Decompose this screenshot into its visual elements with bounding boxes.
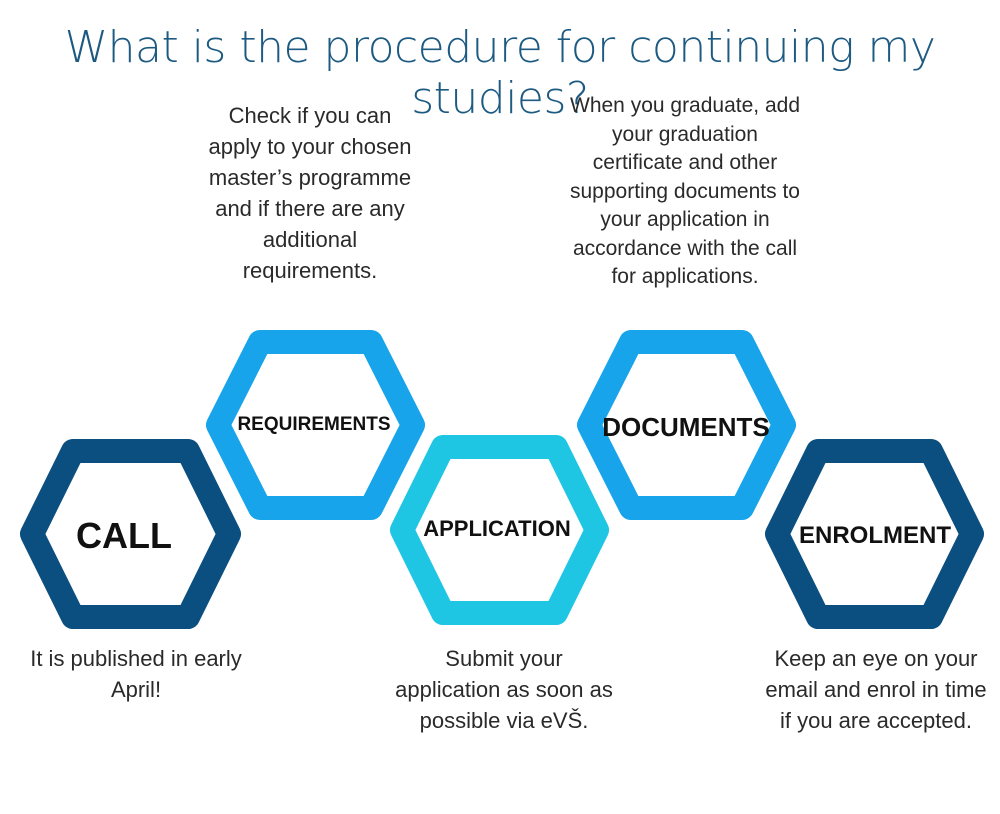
step-call: CALL [20,439,241,629]
step-requirements: REQUIREMENTS [206,330,425,520]
hexagon-application [390,435,609,625]
step-documents: DOCUMENTS [577,330,796,520]
hexagon-label-enrolment: ENROLMENT [799,522,951,549]
hexagon-requirements [206,330,425,520]
step-application: APPLICATION [390,435,609,625]
hexagon-label-call: CALL [76,515,172,556]
hexagon-label-documents: DOCUMENTS [602,412,770,442]
description-documents: When you graduate, add your graduation c… [570,94,800,288]
hexagon-label-application: APPLICATION [423,516,570,541]
hexagon-enrolment [765,439,984,629]
page-title: What is the procedure for continuing my … [64,22,936,124]
description-enrolment: Keep an eye on your email and enrol in t… [765,646,987,733]
step-enrolment: ENROLMENT [765,439,984,629]
description-application: Submit your application as soon as possi… [395,646,613,733]
description-call: It is published in early April! [30,646,242,702]
hexagon-documents [577,330,796,520]
description-requirements: Check if you can apply to your chosen ma… [208,103,412,283]
hexagon-call [20,439,241,629]
hexagon-label-requirements: REQUIREMENTS [237,414,390,435]
